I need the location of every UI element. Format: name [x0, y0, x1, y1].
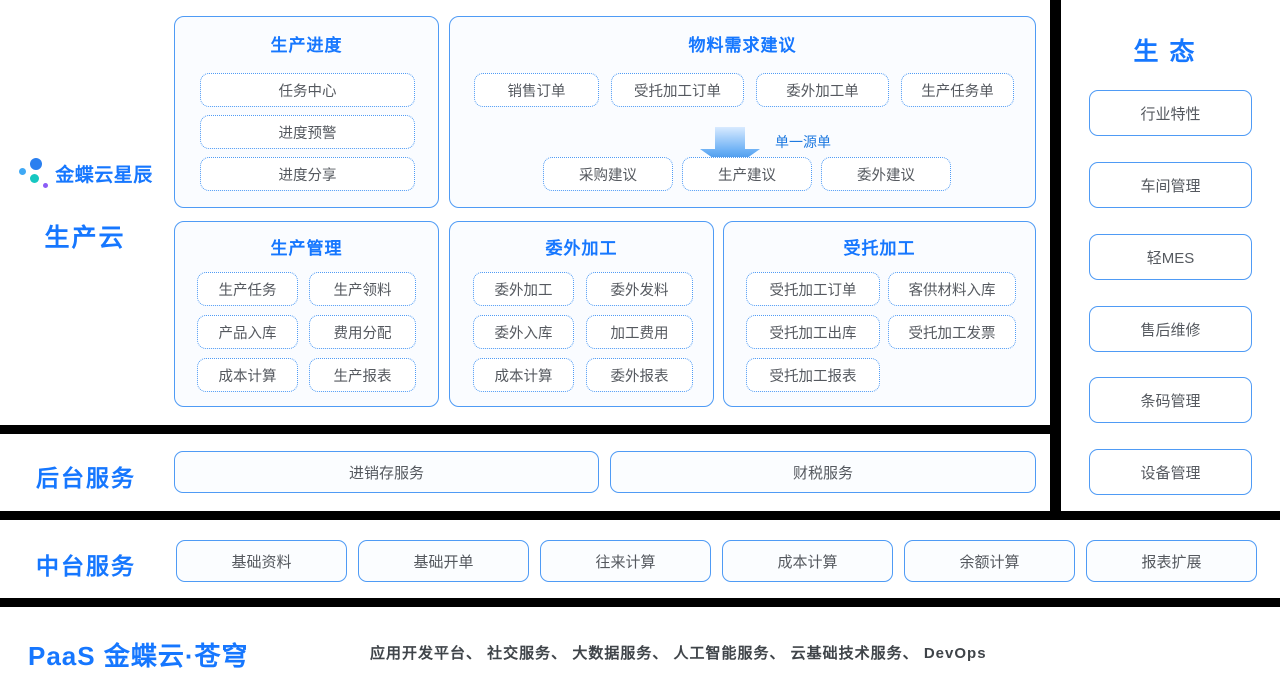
panel-title: 生产进度 [270, 36, 343, 55]
chip-entrusted-processing-invoice[interactable]: 受托加工发票 [888, 315, 1016, 349]
panel-title: 受托加工 [843, 239, 916, 258]
chip-production-task[interactable]: 生产任务 [197, 272, 298, 306]
backend-services-label: 后台服务 [36, 465, 136, 491]
chip-production-suggestion[interactable]: 生产建议 [682, 157, 812, 191]
chip-progress-alert[interactable]: 进度预警 [200, 115, 415, 149]
middle-service-basic-billing[interactable]: 基础开单 [358, 540, 529, 582]
separator-band-right [1050, 0, 1061, 434]
chip-product-inbound[interactable]: 产品入库 [197, 315, 298, 349]
middle-service-transaction-calculation[interactable]: 往来计算 [540, 540, 711, 582]
ecosystem-title: 生 态 [1133, 38, 1197, 66]
chip-outsourcing-suggestion[interactable]: 委外建议 [821, 157, 951, 191]
chip-production-task-order[interactable]: 生产任务单 [901, 73, 1014, 107]
chip-cost-allocation[interactable]: 费用分配 [309, 315, 416, 349]
backend-service-inventory[interactable]: 进销存服务 [174, 451, 599, 493]
chip-production-report[interactable]: 生产报表 [309, 358, 416, 392]
separator-band-right-lower [1050, 434, 1061, 520]
chip-progress-share[interactable]: 进度分享 [200, 157, 415, 191]
ecosystem-item-equipment-management[interactable]: 设备管理 [1089, 449, 1252, 495]
paas-items: 应用开发平台、 社交服务、 大数据服务、 人工智能服务、 云基础技术服务、 De… [370, 645, 987, 662]
chip-entrusted-processing-report[interactable]: 受托加工报表 [746, 358, 880, 392]
ecosystem-item-barcode-management[interactable]: 条码管理 [1089, 377, 1252, 423]
panel-material-requirement: 物料需求建议 销售订单 受托加工订单 委外加工单 生产任务单 单一源单 采购建议… [449, 16, 1036, 208]
panel-title: 生产管理 [270, 239, 343, 258]
chip-outsourced-processing[interactable]: 委外加工 [473, 272, 574, 306]
backend-service-finance-tax[interactable]: 财税服务 [610, 451, 1036, 493]
chip-outsourced-processing-order[interactable]: 委外加工单 [756, 73, 889, 107]
chip-outsourced-report[interactable]: 委外报表 [586, 358, 693, 392]
ecosystem-item-light-mes[interactable]: 轻MES [1089, 234, 1252, 280]
chip-sales-order[interactable]: 销售订单 [474, 73, 599, 107]
ecosystem-item-after-sales-service[interactable]: 售后维修 [1089, 306, 1252, 352]
brand-name: 金蝶云 [55, 164, 114, 186]
panel-outsourced-processing: 委外加工 委外加工 委外发料 委外入库 加工费用 成本计算 委外报表 [449, 221, 714, 407]
panel-production-management: 生产管理 生产任务 生产领料 产品入库 费用分配 成本计算 生产报表 [174, 221, 439, 407]
separator-band-bottom [0, 598, 1280, 607]
chip-outsourced-inbound[interactable]: 委外入库 [473, 315, 574, 349]
panel-production-progress: 生产进度 任务中心 进度预警 进度分享 [174, 16, 439, 208]
rail-title-production-cloud: 生产云 [44, 224, 126, 252]
panel-title: 委外加工 [545, 239, 618, 258]
middle-service-balance-calculation[interactable]: 余额计算 [904, 540, 1075, 582]
panel-entrusted-processing: 受托加工 受托加工订单 客供材料入库 受托加工出库 受托加工发票 受托加工报表 [723, 221, 1036, 407]
chip-entrusted-processing-outbound[interactable]: 受托加工出库 [746, 315, 880, 349]
chip-cost-calculation[interactable]: 成本计算 [197, 358, 298, 392]
chip-outsourced-issue[interactable]: 委外发料 [586, 272, 693, 306]
separator-band-middle [0, 511, 1280, 520]
brand-logo: 金蝶云 星辰 [0, 156, 170, 190]
chip-customer-material-inbound[interactable]: 客供材料入库 [888, 272, 1016, 306]
middle-service-basic-data[interactable]: 基础资料 [176, 540, 347, 582]
kingdee-dots-icon [17, 156, 51, 190]
middle-service-cost-calculation[interactable]: 成本计算 [722, 540, 893, 582]
chip-entrusted-processing-order[interactable]: 受托加工订单 [746, 272, 880, 306]
chip-cost-calculation[interactable]: 成本计算 [473, 358, 574, 392]
brand-subname: 星辰 [113, 164, 153, 186]
arrow-label-single-source: 单一源单 [775, 134, 831, 150]
chip-production-picking[interactable]: 生产领料 [309, 272, 416, 306]
ecosystem-item-workshop-management[interactable]: 车间管理 [1089, 162, 1252, 208]
separator-band-top [0, 425, 1050, 434]
paas-title: PaaS 金蝶云·苍穹 [28, 641, 249, 671]
panel-title: 物料需求建议 [688, 36, 797, 55]
middle-service-report-extension[interactable]: 报表扩展 [1086, 540, 1257, 582]
chip-processing-fee[interactable]: 加工费用 [586, 315, 693, 349]
chip-entrusted-processing-order[interactable]: 受托加工订单 [611, 73, 744, 107]
chip-task-center[interactable]: 任务中心 [200, 73, 415, 107]
middle-services-label: 中台服务 [36, 553, 136, 579]
ecosystem-item-industry-features[interactable]: 行业特性 [1089, 90, 1252, 136]
chip-purchase-suggestion[interactable]: 采购建议 [543, 157, 673, 191]
